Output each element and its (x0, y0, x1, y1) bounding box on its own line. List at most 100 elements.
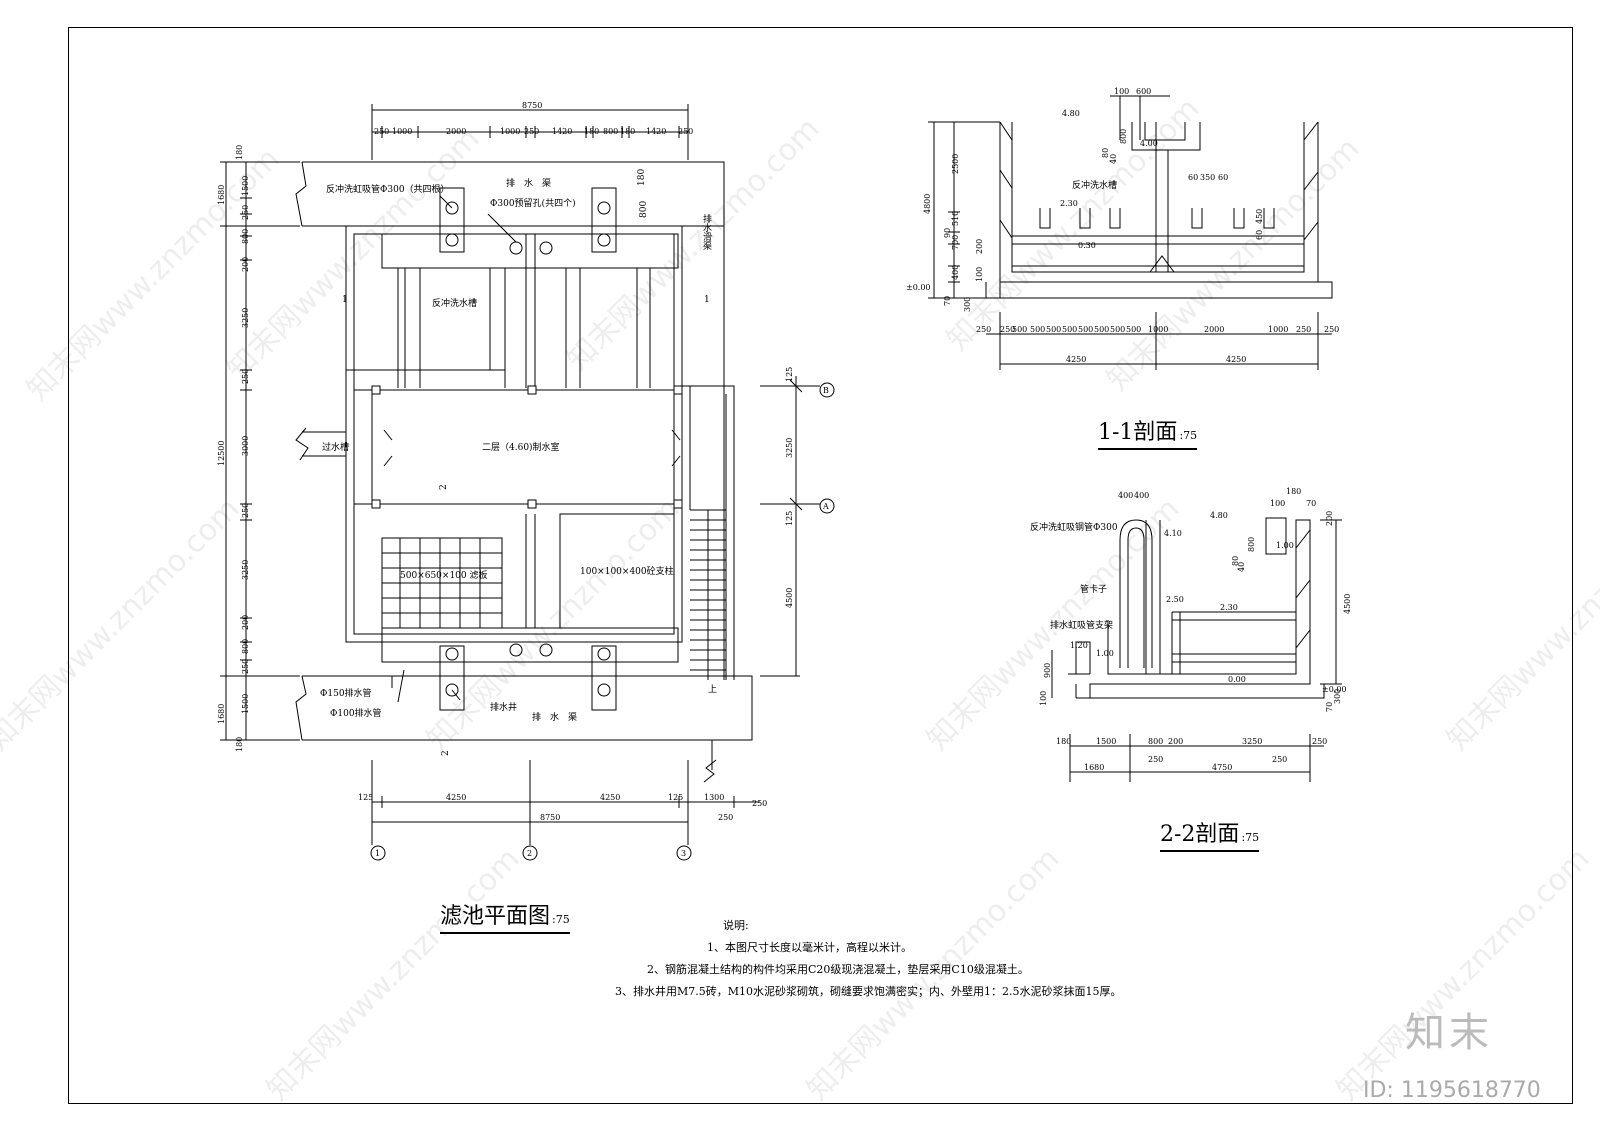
s11-elev: 4.80 (1062, 109, 1080, 118)
axis-2: 2 (527, 849, 532, 858)
plan-dim-left-inner: 200 (241, 615, 250, 630)
s22-elev: 4.80 (1210, 511, 1228, 520)
plan-dim-top: 800 (603, 127, 618, 136)
label-dim-800: 800 (639, 201, 649, 218)
s11-dim-left: 400 (951, 265, 960, 280)
plan-dim-bottom: 125 (358, 793, 373, 802)
plan-dim-bottom: 125 (668, 793, 683, 802)
title-underline (1160, 850, 1260, 852)
s11-dim-bottom: 500 (1094, 325, 1109, 334)
plan-dim-top: 2000 (446, 127, 466, 136)
s22-dim-left: 900 (1043, 663, 1052, 678)
plan-title: 滤池平面图:75 (440, 898, 570, 934)
s11-elev: 4.00 (1140, 139, 1158, 148)
s11-elev: 0.30 (1078, 241, 1096, 250)
plan-title-text: 滤池平面图 (440, 904, 551, 929)
s22-elev: 2.30 (1220, 603, 1238, 612)
plan-dim-right: 125 (785, 367, 794, 382)
plan-dim-top: 180 (620, 127, 635, 136)
s22-dim-left: 100 (1039, 691, 1048, 706)
section22-title-text: 2-2剖面 (1160, 822, 1240, 847)
plan-dim-top: 250 (374, 127, 389, 136)
s11-dim-inner: 60 (1255, 230, 1264, 240)
s22-elev: 4.10 (1164, 529, 1182, 538)
plan-dim-left-inner: 800 (241, 229, 250, 244)
s22-dim-bottom: 3250 (1242, 737, 1262, 746)
s22-dim-right: 80 (1231, 556, 1240, 566)
s11-dim-bottom: 500 (1062, 325, 1077, 334)
s11-elev: 2.30 (1060, 199, 1078, 208)
label-dim-180: 180 (637, 169, 647, 186)
s22-elev: 0.00 (1228, 675, 1246, 684)
plan-dim-left: 1680 (217, 185, 226, 205)
note-item: 1、本图尺寸长度以毫米计，高程以米计。 (707, 941, 912, 954)
notes-heading: 说明: (723, 919, 749, 932)
notes: 说明: 1、本图尺寸长度以毫米计，高程以米计。 2、钢筋混凝土结构的构件均采用C… (615, 915, 1122, 1003)
plan-title-scale: :75 (552, 913, 570, 926)
plan-dim-top: 1420 (552, 127, 572, 136)
image-id: ID: 1195618770 (1363, 1078, 1541, 1103)
s22-dim-top: 180 (1286, 487, 1301, 496)
label-overflow: 过水槽 (322, 441, 349, 453)
axis-b: B (823, 386, 829, 395)
plan-dim-left-inner: 3250 (241, 308, 250, 328)
s11-dim-inner: 40 (1109, 154, 1118, 164)
s22-dim-top: 400 (1134, 491, 1149, 500)
plan-dim-top: 250 (524, 127, 539, 136)
s11-dim-inner: 800 (1119, 129, 1128, 144)
label-pillar: 100×100×400砼支柱 (580, 565, 674, 577)
s22-dim-total: 1680 (1084, 763, 1104, 772)
s22-dim-bottom: 1500 (1096, 737, 1116, 746)
s22-dim-bottom: 200 (1168, 737, 1183, 746)
s22-dim-right: 70 (1325, 702, 1334, 712)
plan-dim-left: 180 (235, 737, 244, 752)
s22-dim-bottom: 180 (1056, 737, 1071, 746)
s11-trough-dim: 60 (1218, 173, 1228, 182)
plan-dim-top: 1420 (646, 127, 666, 136)
s11-dim-top: 100 (1114, 87, 1129, 96)
s22-dim-bottom: 800 (1148, 737, 1163, 746)
label-siphon-top: 反冲洗虹吸管Φ300（共四根） (326, 183, 450, 195)
plan-dim-left-inner: 250 (241, 659, 250, 674)
axis-1: 1 (375, 849, 380, 858)
s22-dim-right: 40 (1237, 562, 1246, 572)
s22-support: 排水虹吸管支架 (1050, 619, 1113, 631)
plan-dim-top: 1000 (392, 127, 412, 136)
s11-dim-left: 200 (975, 239, 984, 254)
s11-elev: ±0.00 (906, 283, 931, 292)
s22-elev: 2.50 (1166, 595, 1184, 604)
s11-dim-bottom: 500 (1012, 325, 1027, 334)
s11-dim-inner: 450 (1255, 209, 1264, 224)
s11-dim-total: 4250 (1226, 355, 1246, 364)
s11-dim-left: 2500 (951, 154, 960, 174)
plan-dim-left: 1680 (217, 704, 226, 724)
section-1-1 (928, 95, 1333, 370)
s11-dim-left: 100 (975, 267, 984, 282)
note-item: 3、排水井用M7.5砖，M10水泥砂浆砌筑，砌缝要求饱满密实；内、外壁用1：2.… (615, 985, 1122, 998)
s11-dim-bottom: 1000 (1268, 325, 1288, 334)
plan-dim-bottom: 250 (718, 813, 733, 822)
plan-dim-top: 250 (678, 127, 693, 136)
s22-siphon: 反冲洗虹吸钢管Φ300 (1030, 521, 1118, 533)
label-filter-plate: 500×650×100 滤板 (400, 569, 487, 581)
label-section2-bottom: 2 (441, 750, 451, 756)
s22-dim-top: 400 (1118, 491, 1133, 500)
axis-3: 3 (681, 849, 686, 858)
s11-dim-bottom: 1000 (1148, 325, 1168, 334)
label-drain-pipe: Φ100排水管 (330, 707, 382, 719)
section-2-2 (1051, 517, 1342, 782)
plan-dim-left-inner: 250 (241, 369, 250, 384)
label-hole: Φ300预留孔(共四个) (490, 197, 576, 209)
s11-trough: 反冲洗水槽 (1072, 179, 1117, 191)
label-drain-well: 排水井 (490, 701, 517, 713)
section22-title-scale: :75 (1241, 831, 1260, 844)
plan-dim-bottom: 1300 (704, 793, 724, 802)
plan-dim-left-inner: 3250 (241, 560, 250, 580)
s22-elev: 1.00 (1096, 649, 1114, 658)
s22-dim-right: 200 (1325, 511, 1334, 526)
plan-dim-right: 125 (785, 511, 794, 526)
plan-dim-total-bottom: 8750 (540, 813, 560, 822)
plan-dim-left-inner: 250 (241, 205, 250, 220)
plan-dim-total-top: 8750 (522, 101, 542, 110)
s22-elev: 1.20 (1070, 641, 1088, 650)
